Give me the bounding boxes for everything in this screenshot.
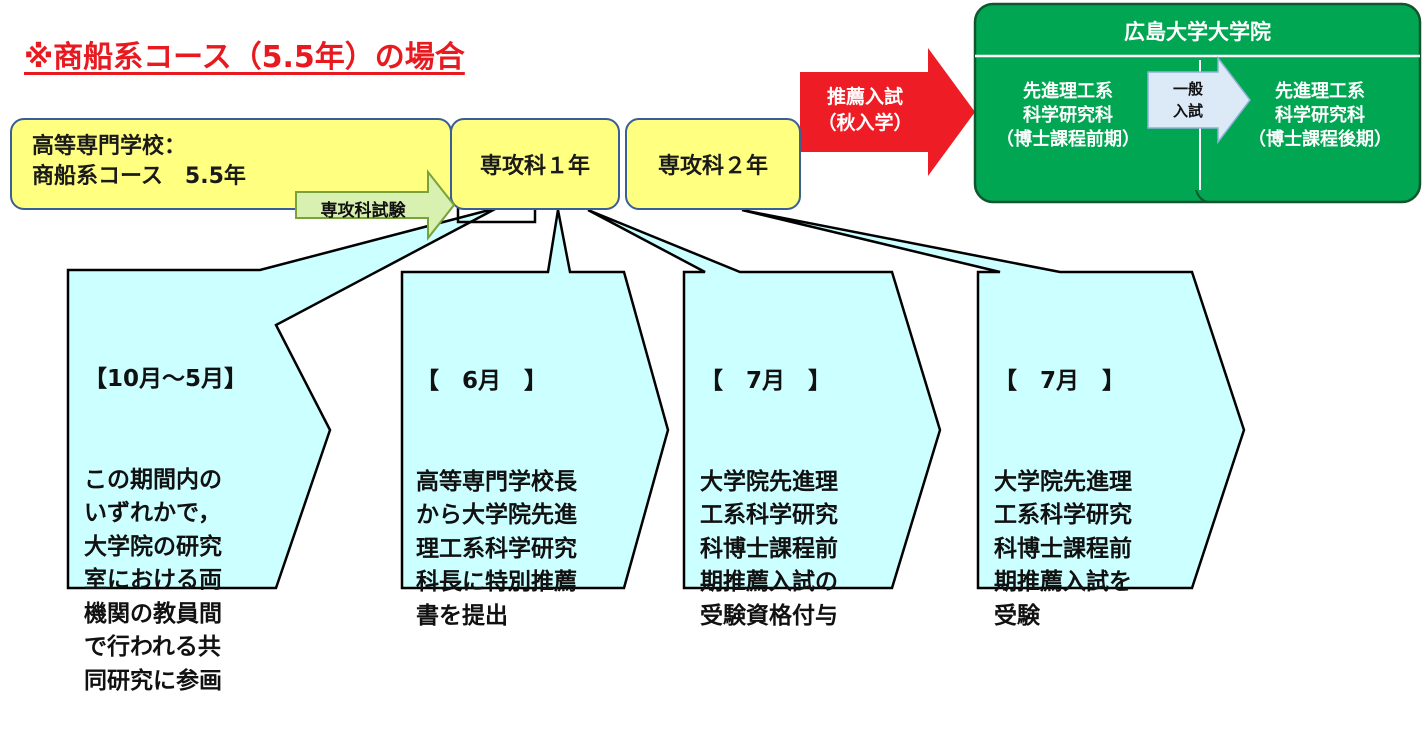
callout-2-period: 【 6月 】 [416, 368, 548, 394]
bracket-senkoka-1 [456, 205, 537, 224]
callout-4: 【 7月 】 大学院先進理 工系科学研究 科博士課程前 期推薦入試を 受験 [994, 298, 1132, 667]
suisen-arrow-line1: 推薦入試 [826, 86, 903, 108]
suisen-arrow-text: 推薦入試 （秋入学） [800, 84, 930, 136]
ippan-nyushi-label: 一般 入試 [1172, 80, 1203, 120]
callout-1-body: この期間内の いずれかで， 大学院の研究 室における両 機関の教員間 で行われる… [84, 466, 222, 694]
diagram-graphics [66, 2, 1422, 590]
graduate-master-course: 先進理工系 科学研究科 （博士課程前期） [996, 81, 1140, 150]
callout-3-period: 【 7月 】 [700, 368, 832, 394]
callout-1: 【10月～5月】 この期間内の いずれかで， 大学院の研究 室における両 機関の… [84, 296, 247, 732]
page-title: ※商船系コース（5.5年）の場合 [24, 40, 465, 75]
ippan-arrow [1147, 55, 1251, 145]
graduate-doctor-course: 先進理工系 科学研究科 （博士課程後期） [1248, 81, 1392, 150]
stage-senkoka-2: 専攻科２年 [625, 118, 801, 210]
stage-koto-line1: 高等専門学校： [32, 134, 187, 159]
callout-2: 【 6月 】 高等専門学校長 から大学院先進 理工系科学研究 科長に特別推薦 書… [416, 298, 577, 667]
callout-4-body: 大学院先進理 工系科学研究 科博士課程前 期推薦入試を 受験 [994, 468, 1132, 629]
callout-shape-2 [400, 209, 670, 590]
suisen-arrow-line2: （秋入学） [817, 112, 913, 134]
graduate-school-title: 広島大学大学院 [1124, 20, 1271, 44]
stage-koto-line2: 商船系コース 5.5年 [32, 164, 246, 189]
senkoka-exam-label: 専攻科試験 [320, 201, 406, 221]
callout-2-body: 高等専門学校長 から大学院先進 理工系科学研究 科長に特別推薦 書を提出 [416, 468, 577, 629]
callout-shape-1 [66, 206, 498, 590]
senkoka-exam-arrow-overlay [295, 169, 456, 241]
callout-3-body: 大学院先進理 工系科学研究 科博士課程前 期推薦入試の 受験資格付与 [700, 468, 838, 629]
callout-shape-3 [587, 208, 942, 590]
callout-shape-4 [741, 208, 1246, 590]
stage-senkoka-1: 専攻科１年 [450, 118, 620, 210]
callout-1-period: 【10月～5月】 [84, 366, 248, 392]
suisen-arrow [800, 48, 975, 176]
callout-3: 【 7月 】 大学院先進理 工系科学研究 科博士課程前 期推薦入試の 受験資格付… [700, 298, 838, 667]
callout-4-period: 【 7月 】 [994, 368, 1126, 394]
